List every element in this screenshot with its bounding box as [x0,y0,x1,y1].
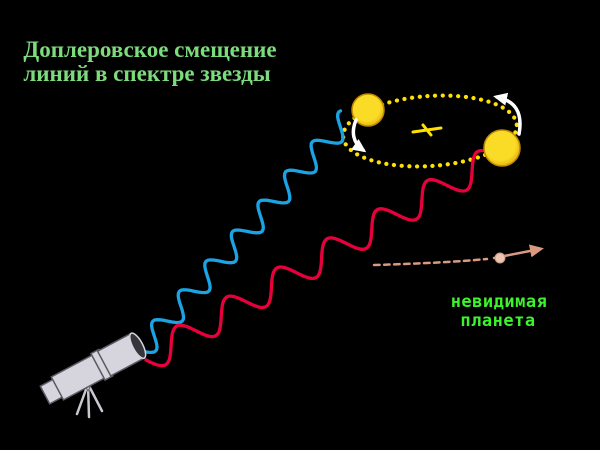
slide-title-line2: линий в спектре звезды [23,61,270,86]
telescope-tube [39,332,147,405]
planet-trajectory-dashed [372,257,489,267]
slide-title-line1: Доплеровское смещение [23,37,276,62]
redshifted-light-wave [144,148,484,368]
telescope [39,332,147,419]
orbit-motion-arrow-right [493,92,522,136]
center-of-mass-marker [411,123,443,137]
orbit-motion-arrow-left [351,118,367,153]
star-redshift-receding [483,129,521,167]
star-blueshift-approaching [351,93,385,127]
telescope-aperture [129,332,147,360]
invisible-planet-dot [494,252,506,264]
planet-label-line1: невидимая [451,292,548,312]
planet-label-line2: планета [460,311,535,331]
blueshifted-light-wave [139,109,345,355]
